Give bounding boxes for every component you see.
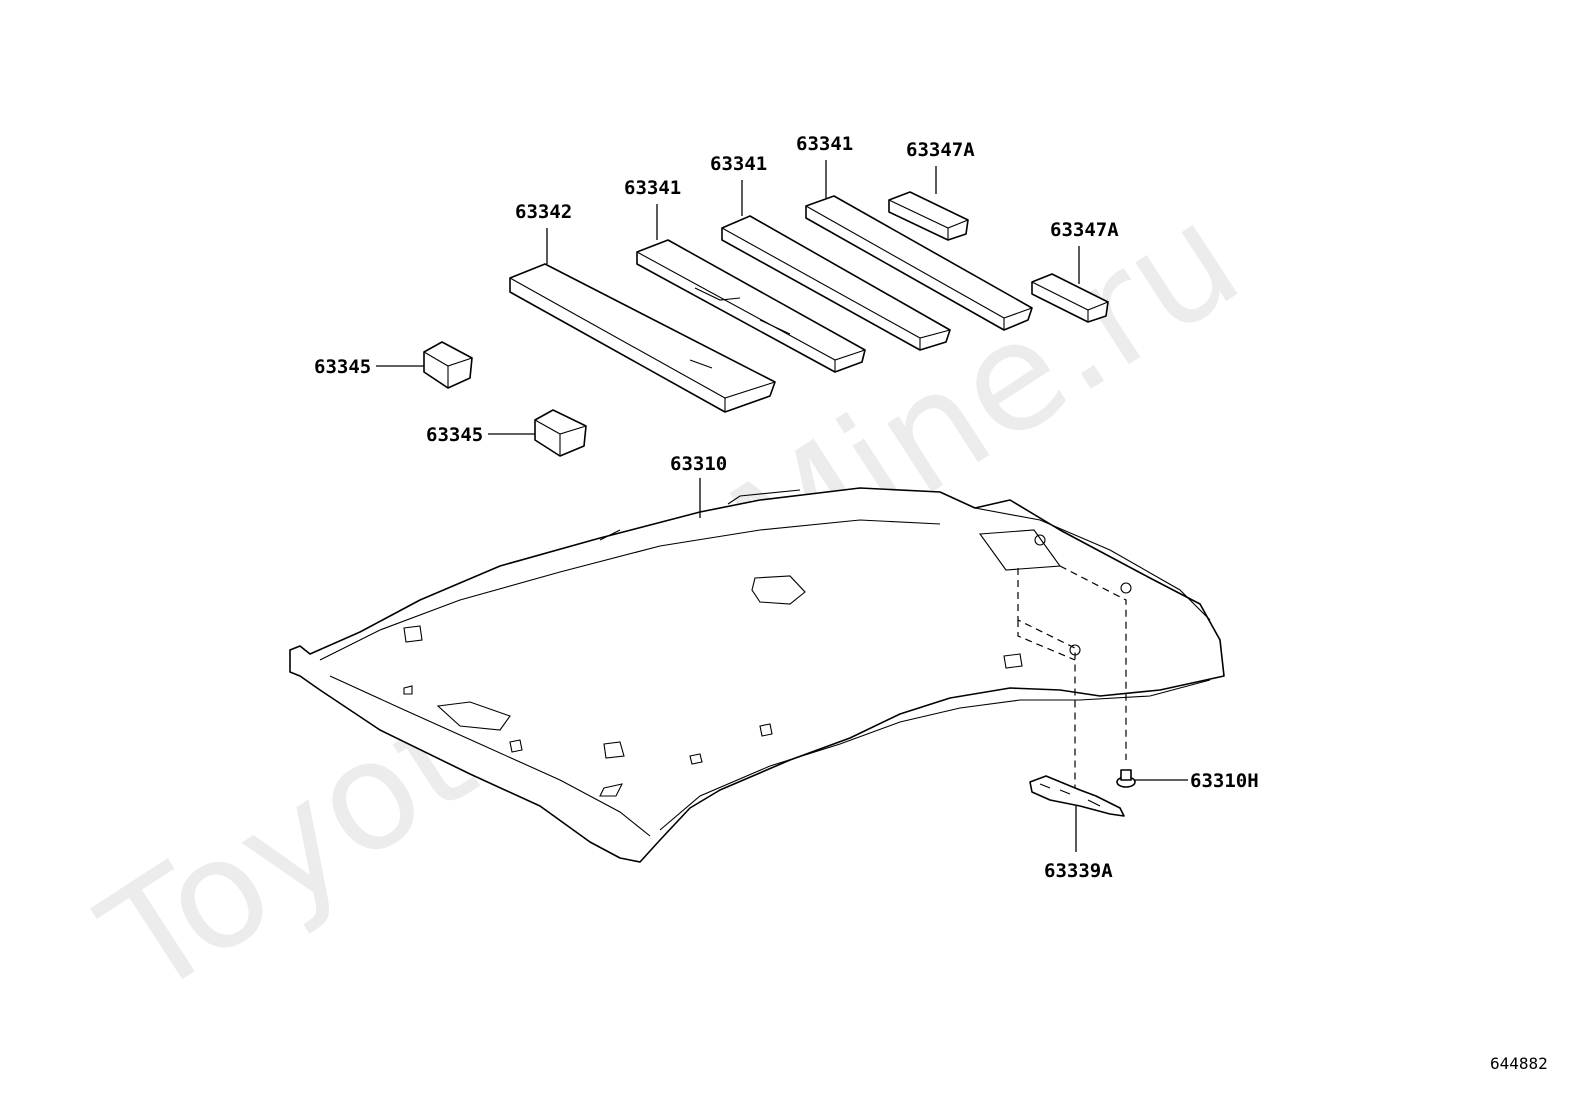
pad-63345-upper[interactable] — [423, 341, 473, 389]
assembly-line-holder — [1059, 565, 1127, 760]
assembly-line-link — [1017, 620, 1076, 661]
label-63347A-right: 63347A — [1050, 219, 1119, 241]
pad-63341-b[interactable] — [721, 215, 951, 351]
label-63347A-top: 63347A — [906, 139, 975, 161]
pad-63342[interactable] — [509, 263, 776, 413]
leader-lines — [376, 160, 1188, 852]
pad-63341-a[interactable] — [636, 239, 866, 373]
label-63345-lower: 63345 — [426, 424, 483, 446]
label-63341-b: 63341 — [710, 153, 767, 175]
label-63310H: 63310H — [1190, 770, 1259, 792]
pad-63341-c[interactable] — [805, 195, 1033, 331]
pad-63345-lower[interactable] — [534, 409, 587, 457]
assembly-line-clip — [1017, 568, 1076, 790]
label-63341-a: 63341 — [624, 177, 681, 199]
headliner-63310[interactable] — [289, 487, 1225, 863]
label-63345-upper: 63345 — [314, 356, 371, 378]
label-63339A: 63339A — [1044, 860, 1113, 882]
sheet-id: 644882 — [1490, 1054, 1548, 1073]
label-63342: 63342 — [515, 201, 572, 223]
clip-63310H[interactable] — [1116, 769, 1136, 788]
pad-63347A-top[interactable] — [888, 191, 969, 241]
pad-63347A-right[interactable] — [1031, 273, 1109, 323]
label-63310: 63310 — [670, 453, 727, 475]
label-63341-c: 63341 — [796, 133, 853, 155]
holder-63339A[interactable] — [1029, 775, 1125, 817]
